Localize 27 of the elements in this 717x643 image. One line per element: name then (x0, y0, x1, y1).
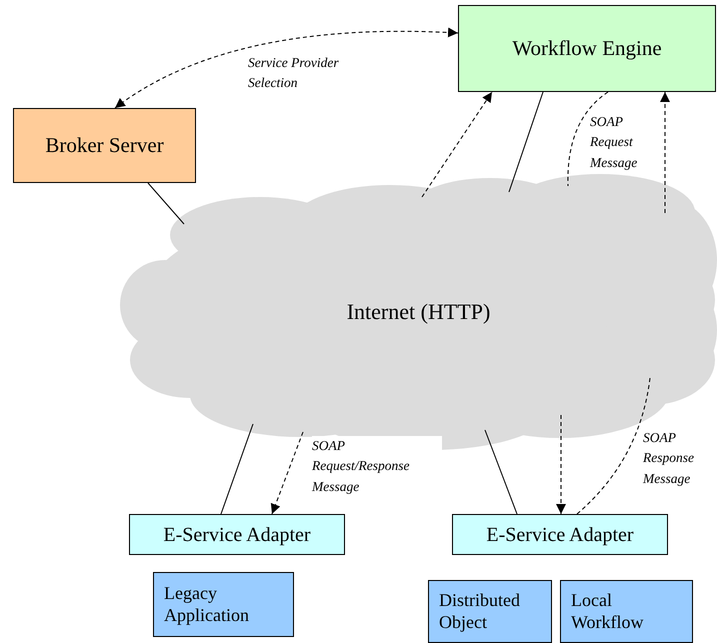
connector-line (567, 92, 608, 186)
process-box (153, 572, 294, 637)
process-box (560, 580, 693, 643)
connector-line (508, 92, 544, 192)
arrow (422, 92, 492, 198)
node-label: E-Service Adapter (163, 522, 311, 546)
process-box (428, 580, 552, 643)
node-label: E-Service Adapter (486, 522, 634, 546)
node-label: Distributed Object (439, 590, 521, 634)
node-label: Broker Server (45, 132, 164, 158)
connector-line (484, 430, 518, 514)
process-box (13, 108, 196, 183)
arrow (270, 432, 304, 514)
arrow (114, 28, 458, 108)
connector-line (576, 378, 650, 514)
process-box (458, 5, 716, 92)
node-label: Internet (HTTP) (346, 298, 490, 326)
arrow (660, 92, 670, 214)
connector-line (148, 182, 184, 224)
process-box (452, 514, 668, 555)
process-box (129, 514, 345, 555)
node-label: Workflow Engine (512, 36, 662, 62)
node-label: Local Workflow (571, 590, 645, 634)
connector-line (220, 424, 254, 514)
arrow (556, 414, 566, 514)
node-label: Legacy Application (164, 582, 250, 626)
edge-label: SOAP Request/Response Message (312, 436, 442, 497)
